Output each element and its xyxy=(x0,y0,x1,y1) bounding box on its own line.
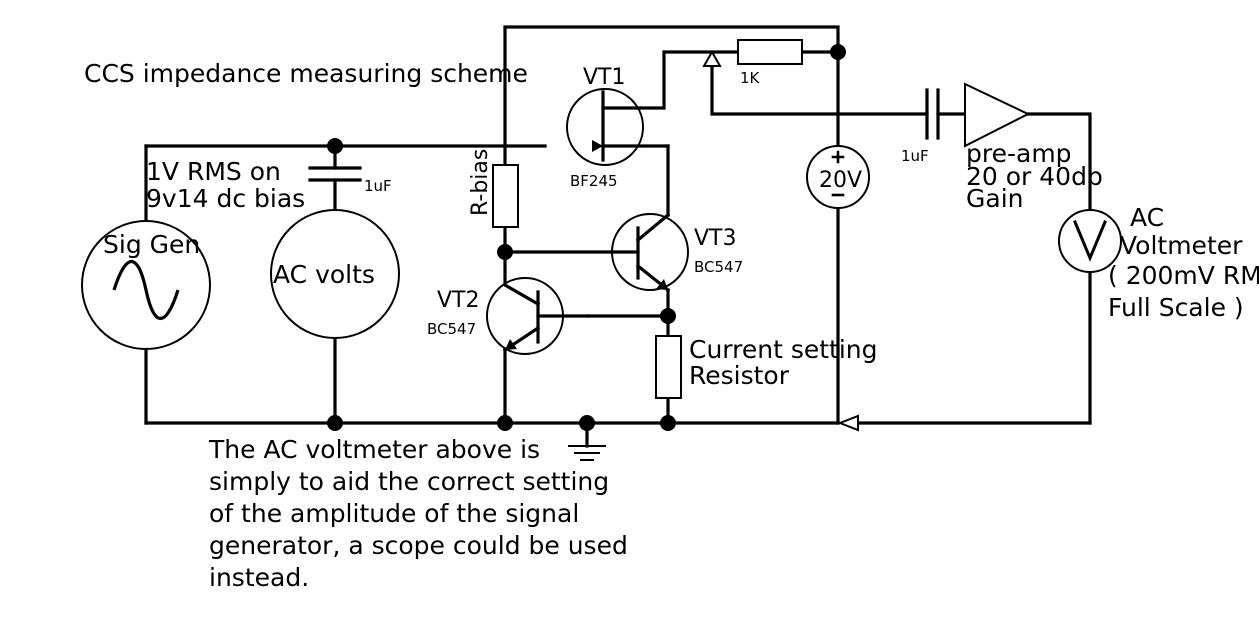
ground-icon xyxy=(568,421,606,461)
preamp-label-line2: 20 or 40db xyxy=(966,162,1103,191)
vt3-name: VT3 xyxy=(694,226,737,251)
ac-volts-label: AC volts xyxy=(273,260,375,289)
return-arrow-icon xyxy=(837,414,859,432)
output-capacitor xyxy=(925,88,940,140)
preamp-label-line1: pre-amp xyxy=(966,139,1072,168)
vt2-transistor xyxy=(486,277,590,355)
output-cap-label: 1uF xyxy=(901,147,929,165)
vt2-part: BC547 xyxy=(427,320,476,338)
wire-vt1-drain xyxy=(638,50,740,110)
diagram-title: CCS impedance measuring scheme xyxy=(84,59,528,88)
signal-note-line1: 1V RMS on xyxy=(146,157,281,186)
probe-arrow-icon xyxy=(702,49,722,67)
voltmeter-label-line2: Voltmeter xyxy=(1120,231,1243,260)
input-cap-label: 1uF xyxy=(364,177,392,195)
preamp-triangle xyxy=(964,82,1031,148)
r-bias-resistor xyxy=(492,164,519,228)
r1k-label: 1K xyxy=(740,69,761,87)
vt1-name: VT1 xyxy=(583,65,626,90)
junction-dots xyxy=(327,44,846,431)
plus-icon xyxy=(831,150,845,164)
note-line: generator, a scope could be used xyxy=(209,531,628,560)
preamp-label-line3: Gain xyxy=(966,184,1023,213)
footnote: The AC voltmeter above is simply to aid … xyxy=(208,435,628,592)
note-line: simply to aid the correct setting xyxy=(209,467,609,496)
note-line: of the amplitude of the signal xyxy=(209,499,579,528)
wire-to-output-cap xyxy=(710,60,929,116)
signal-generator xyxy=(81,220,211,350)
current-resistor-label-line1: Current setting xyxy=(689,335,878,364)
voltmeter-label-line4: Full Scale ) xyxy=(1108,293,1244,322)
voltmeter-label-line1: AC xyxy=(1130,203,1164,232)
r-bias-label: R-bias xyxy=(468,149,493,216)
ac-voltmeter xyxy=(1058,209,1122,273)
signal-note-line2: 9v14 dc bias xyxy=(146,184,305,213)
vt3-transistor xyxy=(610,212,689,293)
wire-preamp-out xyxy=(1026,112,1092,212)
supply-label: 20V xyxy=(819,168,862,193)
wire-supply-top xyxy=(503,25,840,425)
vt1-part: BF245 xyxy=(570,172,618,190)
voltmeter-label-line3: ( 200mV RMS xyxy=(1108,261,1259,290)
vt1-jfet xyxy=(566,88,670,166)
v-symbol-icon xyxy=(1073,220,1107,262)
note-line: The AC voltmeter above is xyxy=(208,435,540,464)
vt2-name: VT2 xyxy=(437,288,480,313)
sig-gen-label: Sig Gen xyxy=(103,230,200,259)
note-line: instead. xyxy=(209,563,309,592)
sine-wave-icon xyxy=(112,259,180,321)
supply-20v xyxy=(806,145,870,209)
current-resistor-label-line2: Resistor xyxy=(689,361,790,390)
vt3-part: BC547 xyxy=(694,258,743,276)
ac-volts-meter xyxy=(270,209,400,339)
current-setting-resistor xyxy=(655,335,682,399)
load-resistor-1k xyxy=(737,39,803,65)
input-capacitor xyxy=(308,166,362,182)
